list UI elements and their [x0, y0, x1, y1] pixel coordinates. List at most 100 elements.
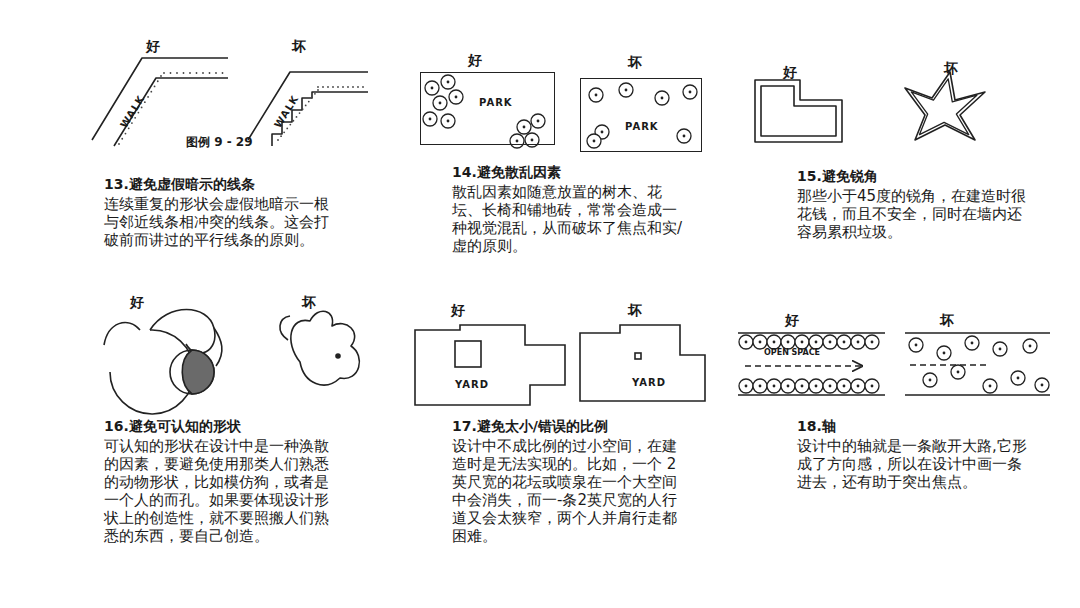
tree-symbol: [923, 373, 937, 387]
tree-canopy: [823, 335, 837, 349]
tree-symbol: [809, 335, 823, 349]
tree-trunk: [871, 341, 874, 344]
yard-shape: [415, 325, 567, 407]
tree-canopy: [753, 335, 767, 349]
park-area: PARK: [580, 78, 702, 152]
stipple-dot: [302, 108, 304, 110]
stipple-dot: [277, 139, 279, 141]
tree-canopy: [993, 342, 1007, 356]
tree-symbol: [423, 112, 437, 126]
tree-symbol: [767, 335, 781, 349]
tree-trunk: [683, 135, 686, 138]
curve: [214, 328, 222, 366]
stipple-dot: [347, 86, 349, 88]
axis-arrow: [745, 365, 862, 367]
tree-symbol: [823, 335, 837, 349]
stipple-dot: [342, 86, 344, 88]
stipple-dot: [283, 131, 285, 133]
tree-canopy: [441, 75, 455, 89]
tree-canopy: [1035, 378, 1049, 392]
tree-trunk: [787, 341, 790, 344]
tree-trunk: [745, 385, 748, 388]
item-text: 连续重复的形状会虚假地暗示一根与邻近线条相冲突的线条。这会打破前而讲过的平行线条…: [104, 195, 338, 249]
tree-trunk: [929, 379, 932, 382]
tree-symbol: [739, 379, 753, 393]
item-heading: 13.避免虚假暗示的线条: [104, 176, 255, 194]
stipple-dot: [286, 128, 288, 130]
tree-trunk: [689, 91, 692, 94]
tree-canopy: [837, 379, 851, 393]
tree-trunk: [773, 385, 776, 388]
tree-trunk: [989, 385, 992, 388]
tree-trunk: [523, 126, 526, 129]
area-label: PARK: [479, 97, 513, 108]
tree-symbol: [965, 336, 979, 350]
tree-canopy: [851, 379, 865, 393]
tree-canopy: [909, 338, 923, 352]
tree-symbol: [517, 120, 531, 134]
tree-canopy: [781, 335, 795, 349]
animal-eye: [336, 354, 340, 358]
tree-symbol: [1011, 371, 1025, 385]
tree-canopy: [449, 90, 463, 104]
tree-symbol: [851, 335, 865, 349]
tree-trunk: [815, 385, 818, 388]
tree-trunk: [531, 139, 534, 142]
stipple-dot: [183, 72, 185, 74]
tree-canopy: [851, 335, 865, 349]
stipple-dot: [317, 86, 319, 88]
tree-trunk: [787, 385, 790, 388]
tree-canopy: [809, 379, 823, 393]
bad-mark: 坏: [628, 302, 642, 320]
tree-symbol: [809, 379, 823, 393]
tree-symbol: [767, 379, 781, 393]
tree-symbol: [510, 134, 524, 148]
tree-canopy: [923, 373, 937, 387]
stipple-dot: [289, 124, 291, 126]
good-mark: 好: [146, 38, 160, 56]
tree-trunk: [773, 341, 776, 344]
acute-shape: [905, 72, 985, 140]
bad-mark: 坏: [940, 312, 954, 330]
tree-canopy: [753, 379, 767, 393]
tree-trunk: [943, 352, 946, 355]
tree-trunk: [601, 131, 604, 134]
planter-square: [455, 341, 481, 367]
tree-canopy: [677, 129, 691, 143]
tree-symbol: [619, 83, 633, 97]
walk-edge: [92, 58, 228, 140]
tree-trunk: [815, 341, 818, 344]
park-area: PARK: [420, 72, 555, 145]
planter-square: [635, 353, 641, 359]
tree-trunk: [447, 120, 450, 123]
bad-mark: 坏: [302, 294, 316, 312]
tree-canopy: [837, 335, 851, 349]
tree-canopy: [683, 85, 697, 99]
yard-wall: [580, 325, 705, 401]
stipple-dot: [222, 72, 224, 74]
stipple-dot: [196, 72, 198, 74]
tree-symbol: [993, 342, 1007, 356]
tree-trunk: [431, 87, 434, 90]
tree-symbol: [781, 335, 795, 349]
yard-outline: YARD: [415, 325, 567, 407]
tree-symbol: [837, 379, 851, 393]
tree-trunk: [439, 102, 442, 105]
tree-trunk: [957, 371, 960, 374]
stipple-dot: [296, 116, 298, 118]
stipple-dot: [170, 72, 172, 74]
curve: [150, 310, 215, 354]
area-label: YARD: [455, 379, 489, 390]
tree-trunk: [759, 341, 762, 344]
tree-canopy: [441, 114, 455, 128]
tree-symbol: [587, 134, 601, 148]
tree-canopy: [531, 114, 545, 128]
stipple-dot: [314, 93, 316, 95]
stipple-dot: [311, 97, 313, 99]
tree-canopy: [433, 96, 447, 110]
shaded-circle: [170, 350, 214, 394]
tree-canopy: [517, 120, 531, 134]
stipple-dot: [150, 91, 152, 93]
shaded-circle: [182, 350, 214, 394]
